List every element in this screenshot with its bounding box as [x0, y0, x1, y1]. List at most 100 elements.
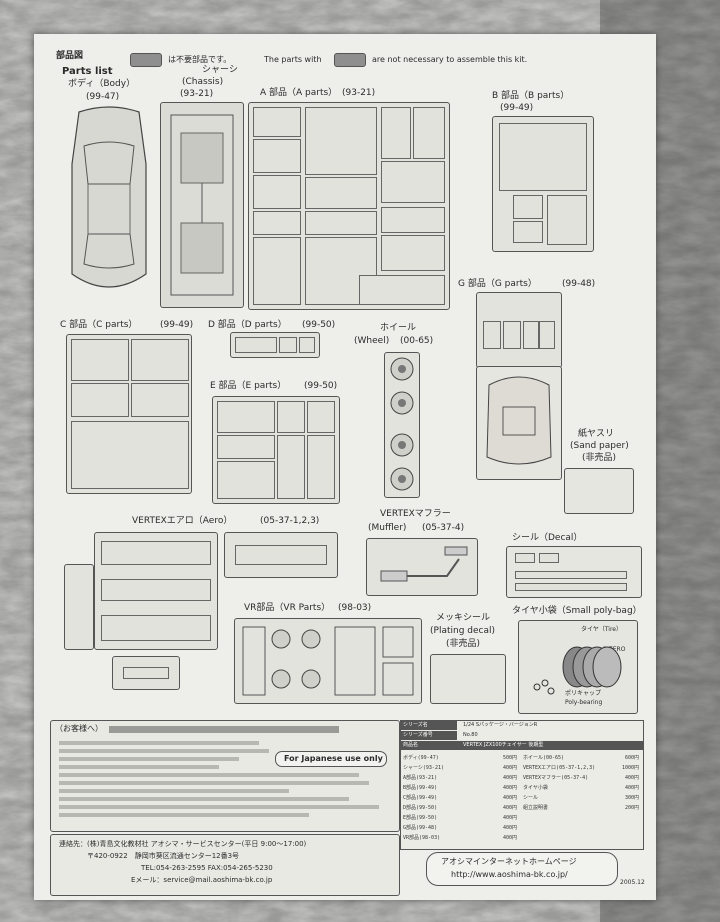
note-jp: は不要部品です。 — [168, 55, 232, 64]
price-row: G部品(99-48)400円 — [403, 824, 519, 831]
series-label: シリーズ名 — [403, 722, 428, 728]
wheel-label-en: (Wheel) — [354, 336, 390, 346]
title-jp: 部品図 — [56, 51, 84, 61]
a-parts-sprue — [248, 102, 450, 310]
price-item: シャーシ(93-21) — [403, 765, 444, 771]
plating-label-jp: メッキシール — [436, 613, 491, 623]
plating-note: (非売品) — [446, 639, 481, 649]
contact-label: 連絡先： — [59, 840, 87, 848]
price-item: VERTEXエアロ(05-37-1,2,3) — [523, 765, 596, 771]
price-value: 600円 — [624, 755, 639, 761]
aero-small-part — [112, 656, 180, 690]
wheel-code: (00-65) — [400, 336, 434, 346]
plating-decal-box — [430, 654, 506, 704]
chassis-drawing — [160, 102, 244, 308]
price-row: VERTEXエアロ(05-37-1,2,3)1000円 — [523, 764, 641, 771]
website-url[interactable]: http://www.aoshima-bk.co.jp/ — [451, 870, 568, 879]
note-en-a: The parts with — [264, 55, 322, 64]
d-parts-label: D 部品（D parts） — [208, 320, 287, 330]
price-table: シリーズ名 1/24 Sパッケージ・バージョンR シリーズ番号 No.80 商品… — [400, 720, 644, 850]
price-item: 組立説明書 — [523, 805, 549, 811]
price-value: 400円 — [502, 815, 517, 821]
body-label: ボディ（Body） — [68, 79, 136, 89]
e-parts-sprue — [212, 396, 340, 504]
sand-label-jp: 紙ヤスリ — [578, 429, 615, 439]
muffler-label-en: (Muffler) — [368, 523, 407, 533]
series-no-value: No.80 — [463, 732, 478, 738]
website-box: アオシマインターネットホームページ http://www.aoshima-bk.… — [426, 852, 618, 886]
a-parts-label: A 部品（A parts） — [260, 88, 338, 98]
aero-code: (05-37-1,2,3) — [260, 516, 320, 526]
d-parts-sprue — [230, 332, 320, 358]
price-row: D部品(99-50)400円 — [403, 804, 519, 811]
series-value: 1/24 Sパッケージ・バージョンR — [463, 722, 538, 728]
price-row: B部品(99-49)400円 — [403, 784, 519, 791]
price-item: ボディ(99-47) — [403, 755, 439, 761]
price-value: 400円 — [502, 795, 517, 801]
chassis-label-en: (Chassis) — [182, 77, 224, 87]
series-no-label: シリーズ番号 — [403, 732, 433, 738]
polybag-label: タイヤ小袋（Small poly-bag） — [512, 606, 642, 616]
price-item: E部品(99-50) — [403, 815, 438, 821]
customer-notice-box: （お客様へ） For Japanese use only — [50, 720, 400, 832]
price-item: シール — [523, 795, 539, 801]
product-value: VERTEX JZX100チェイサー 後期型 — [463, 742, 544, 748]
price-list-right: ホイール(00-65) 600円 VERTEXエアロ(05-37-1,2,3)100… — [523, 754, 641, 846]
price-item: D部品(99-50) — [403, 805, 438, 811]
price-item: ホイール(00-65) — [523, 755, 565, 761]
price-value: 300円 — [624, 795, 639, 801]
price-row: VERTEXマフラー(05-37-4)400円 — [523, 774, 641, 781]
e-parts-code: (99-50) — [304, 381, 338, 391]
price-item: G部品(99-48) — [403, 825, 438, 831]
price-item: タイヤ小袋 — [523, 785, 548, 791]
price-value: 200円 — [624, 805, 639, 811]
c-parts-label: C 部品（C parts） — [60, 320, 138, 330]
vr-parts-code: (98-03) — [338, 603, 372, 613]
company-name: (株)青島文化教材社 アオシマ・サービスセンター(平日 9:00～17:00) — [87, 840, 307, 848]
aero-side-part — [64, 564, 94, 650]
decal-sheet — [506, 546, 642, 598]
unneeded-swatch-2 — [334, 53, 366, 67]
price-row: シール 300円 — [523, 794, 641, 801]
muffler-code: (05-37-4) — [422, 523, 465, 533]
aero-label: VERTEXエアロ（Aero） — [132, 516, 233, 526]
chassis-code: (93-21) — [180, 89, 214, 99]
price-value: 500円 — [502, 755, 517, 761]
parts-list-sheet: 部品図 Parts list は不要部品です。 The parts with a… — [34, 34, 656, 900]
polycap-label: ポリキャップ — [565, 690, 602, 697]
sand-label-en: (Sand paper) — [570, 441, 629, 451]
japanese-only-label: For Japanese use only — [284, 754, 383, 763]
g-parts-label: G 部品（G parts） — [458, 279, 537, 289]
price-value: 400円 — [502, 785, 517, 791]
g-parts-sprue — [476, 292, 562, 368]
company-email: Eメール：service@mail.aoshima-bk.co.jp — [131, 876, 273, 884]
product-label: 商品名 — [403, 742, 419, 748]
website-title: アオシマインターネットホームページ — [441, 857, 577, 866]
price-row: ボディ(99-47) 500円 — [403, 754, 519, 761]
price-row: C部品(99-49)400円 — [403, 794, 519, 801]
b-parts-code: (99-49) — [500, 103, 534, 113]
title-en: Parts list — [62, 66, 113, 77]
contact-box: 連絡先： (株)青島文化教材社 アオシマ・サービスセンター(平日 9:00～17… — [50, 834, 400, 896]
body-drawing — [71, 106, 147, 288]
b-parts-sprue — [492, 116, 594, 252]
price-row: 組立説明書 200円 — [523, 804, 641, 811]
price-item: VR部品(98-03) — [403, 835, 441, 841]
c-parts-sprue — [66, 334, 192, 494]
decal-label: シール（Decal） — [512, 533, 583, 543]
price-value: 400円 — [502, 835, 517, 841]
polycap-en: Poly-bearing — [565, 699, 603, 706]
c-parts-code: (99-49) — [160, 320, 194, 330]
a-parts-code: (93-21) — [342, 88, 376, 98]
aero-sprue-1 — [94, 532, 218, 650]
plating-label-en: (Plating decal) — [430, 626, 495, 636]
company-tel: TEL:054-263-2595 FAX:054-265-5230 — [141, 864, 273, 872]
price-row: A部品(93-21)400円 — [403, 774, 519, 781]
vr-parts-label: VR部品（VR Parts） — [244, 603, 331, 613]
price-value: 400円 — [624, 785, 639, 791]
price-value: 400円 — [502, 775, 517, 781]
polybag-box: タイヤ（Tire） P-ZERO ポリキャップ Poly-bearing — [518, 620, 638, 714]
chassis-label-jp: シャーシ — [202, 65, 238, 75]
muffler-label-jp: VERTEXマフラー — [380, 509, 451, 519]
